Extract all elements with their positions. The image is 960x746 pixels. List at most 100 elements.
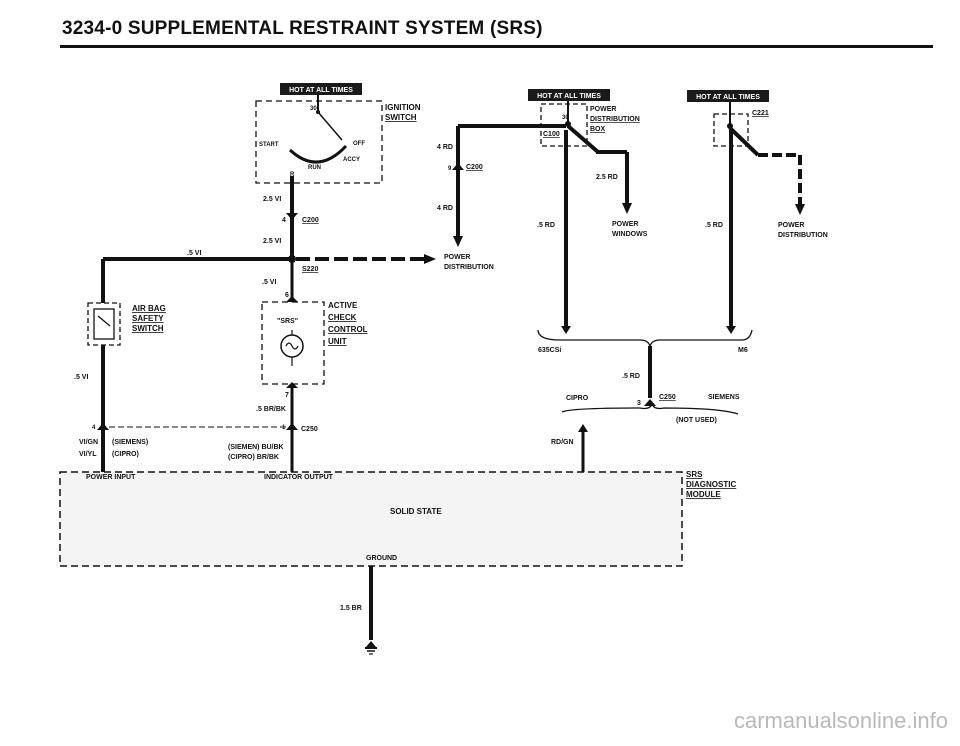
c250-left-connector <box>286 423 298 430</box>
check-unit-top-triangle <box>286 296 298 302</box>
ignition-arc <box>288 144 348 164</box>
power-input-label: POWER INPUT <box>86 474 136 481</box>
arrow-m6 <box>726 326 736 334</box>
pin6-label: 6 <box>285 292 289 299</box>
power-dist-right-1: POWER <box>778 222 804 229</box>
ignition-run: RUN <box>308 165 321 171</box>
svg-text:HOT AT ALL TIMES: HOT AT ALL TIMES <box>537 93 601 100</box>
airbag-label-2: SAFETY <box>132 314 164 323</box>
c200-left-pin: 4 <box>282 217 286 224</box>
c221-label: C221 <box>752 110 769 117</box>
arrow-rdgn <box>578 424 588 432</box>
arrow-635csi <box>561 326 571 334</box>
wire-label-2-5rd: 2.5 RD <box>596 174 618 181</box>
arrow-power-windows <box>622 203 632 214</box>
c250-left-pin: 1 <box>282 425 286 431</box>
check-label-3: CONTROL <box>328 325 368 334</box>
hot-badge-c221: HOT AT ALL TIMES <box>687 90 769 102</box>
power-dist-mid-2: DISTRIBUTION <box>444 264 494 271</box>
wire-label-5vi-down: .5 VI <box>262 279 276 286</box>
wire-label-2-5vi-a: 2.5 VI <box>263 196 281 203</box>
power-dist-mid-1: POWER <box>444 254 470 261</box>
wire-label-5rd-a: .5 RD <box>537 222 555 229</box>
ignition-pin-r: R <box>290 172 295 178</box>
arrow-power-dist-right <box>795 204 805 215</box>
page-title: 3234-0 SUPPLEMENTAL RESTRAINT SYSTEM (SR… <box>62 18 543 39</box>
arrow-4rd-down <box>453 236 463 247</box>
wire-label-5vi-left: .5 VI <box>187 250 201 257</box>
power-dist-right-2: DISTRIBUTION <box>778 232 828 239</box>
wire-label-5rd-b: .5 RD <box>705 222 723 229</box>
not-used-label: (NOT USED) <box>676 417 717 424</box>
pin7-label: 7 <box>285 392 289 399</box>
power-windows-2: WINDOWS <box>612 231 648 238</box>
pdb-label-1: POWER <box>590 106 616 113</box>
wire-label-viyl: VI/YL <box>79 451 97 458</box>
check-unit-box <box>261 301 325 385</box>
arrow-to-power-dist <box>424 254 436 264</box>
pdb-pin30: 30 <box>562 115 569 121</box>
pdb-label-2: DISTRIBUTION <box>590 116 640 123</box>
pdb-c100: C100 <box>543 131 560 138</box>
pdb-fuse-link <box>566 124 600 154</box>
ground-wire-label: 1.5 BR <box>340 605 362 612</box>
check-label-1: ACTIVE <box>328 301 358 310</box>
c250-left-label: C250 <box>301 426 318 433</box>
wire-label-4rd-b: 4 RD <box>437 205 453 212</box>
c250-right-pin: 3 <box>637 400 641 407</box>
wire-label-4rd-a: 4 RD <box>437 144 453 151</box>
ground-label: GROUND <box>366 555 397 562</box>
ignition-label-2: SWITCH <box>385 113 417 122</box>
wire-label-brbk: .5 BR/BK <box>256 406 286 413</box>
svg-text:HOT AT ALL TIMES: HOT AT ALL TIMES <box>696 94 760 101</box>
watermark: carmanualsonline.info <box>733 708 948 733</box>
siemens-bubk: (SIEMEN) BU/BK <box>228 444 284 451</box>
wire-label-5rd-c: .5 RD <box>622 373 640 380</box>
check-srs-label: "SRS" <box>277 318 298 325</box>
solid-state-label: SOLID STATE <box>390 507 442 516</box>
cipro-brbk: (CIPRO) BR/BK <box>228 454 279 461</box>
c200-right-label: C200 <box>466 164 483 171</box>
model-brace <box>537 329 753 349</box>
c200-right-connector <box>452 163 464 170</box>
ignition-accy: ACCY <box>343 157 360 163</box>
power-windows-1: POWER <box>612 221 638 228</box>
check-unit-bottom-triangle <box>286 382 298 388</box>
ignition-switch-arm <box>317 111 343 141</box>
c200-left-connector <box>286 213 298 220</box>
module-label-1: SRS <box>686 470 703 479</box>
label-635csi: 635CSi <box>538 347 561 354</box>
hot-badge-ignition: HOT AT ALL TIMES <box>280 83 362 95</box>
pdb-box <box>540 103 588 147</box>
wire-label-5vi-mid: .5 VI <box>74 374 88 381</box>
pin4-connector <box>97 423 109 430</box>
variant-brace <box>561 401 739 415</box>
c250-right-label: C250 <box>659 394 676 401</box>
airbag-switch-contact <box>97 315 111 327</box>
hot-badge-pdb: HOT AT ALL TIMES <box>528 89 610 101</box>
c200-left-label: C200 <box>302 217 319 224</box>
wire-label-rdgn: RD/GN <box>551 439 574 446</box>
lamp-icon <box>280 330 304 366</box>
pdb-label-3: BOX <box>590 126 606 133</box>
pin4-label: 4 <box>92 425 96 431</box>
srs-module-box <box>59 471 683 567</box>
siemens-label: SIEMENS <box>708 394 740 401</box>
module-label-3: MODULE <box>686 490 721 499</box>
title-rule <box>60 45 933 48</box>
ignition-label-1: IGNITION <box>385 103 421 112</box>
indicator-output-label: INDICATOR OUTPUT <box>264 474 334 481</box>
cipro-label: CIPRO <box>566 395 589 402</box>
ignition-start: START <box>259 142 279 148</box>
airbag-label-1: AIR BAG <box>132 304 166 313</box>
c250-right-connector <box>644 399 656 406</box>
s220-label: S220 <box>302 266 318 273</box>
cipro-paren: (CIPRO) <box>112 451 139 458</box>
ignition-pin30: 30 <box>310 106 317 112</box>
c221-fuse-link <box>728 126 760 157</box>
airbag-switch-box <box>87 302 121 346</box>
check-label-2: CHECK <box>328 313 357 322</box>
check-label-4: UNIT <box>328 337 347 346</box>
wire-label-vign: VI/GN <box>79 439 98 446</box>
